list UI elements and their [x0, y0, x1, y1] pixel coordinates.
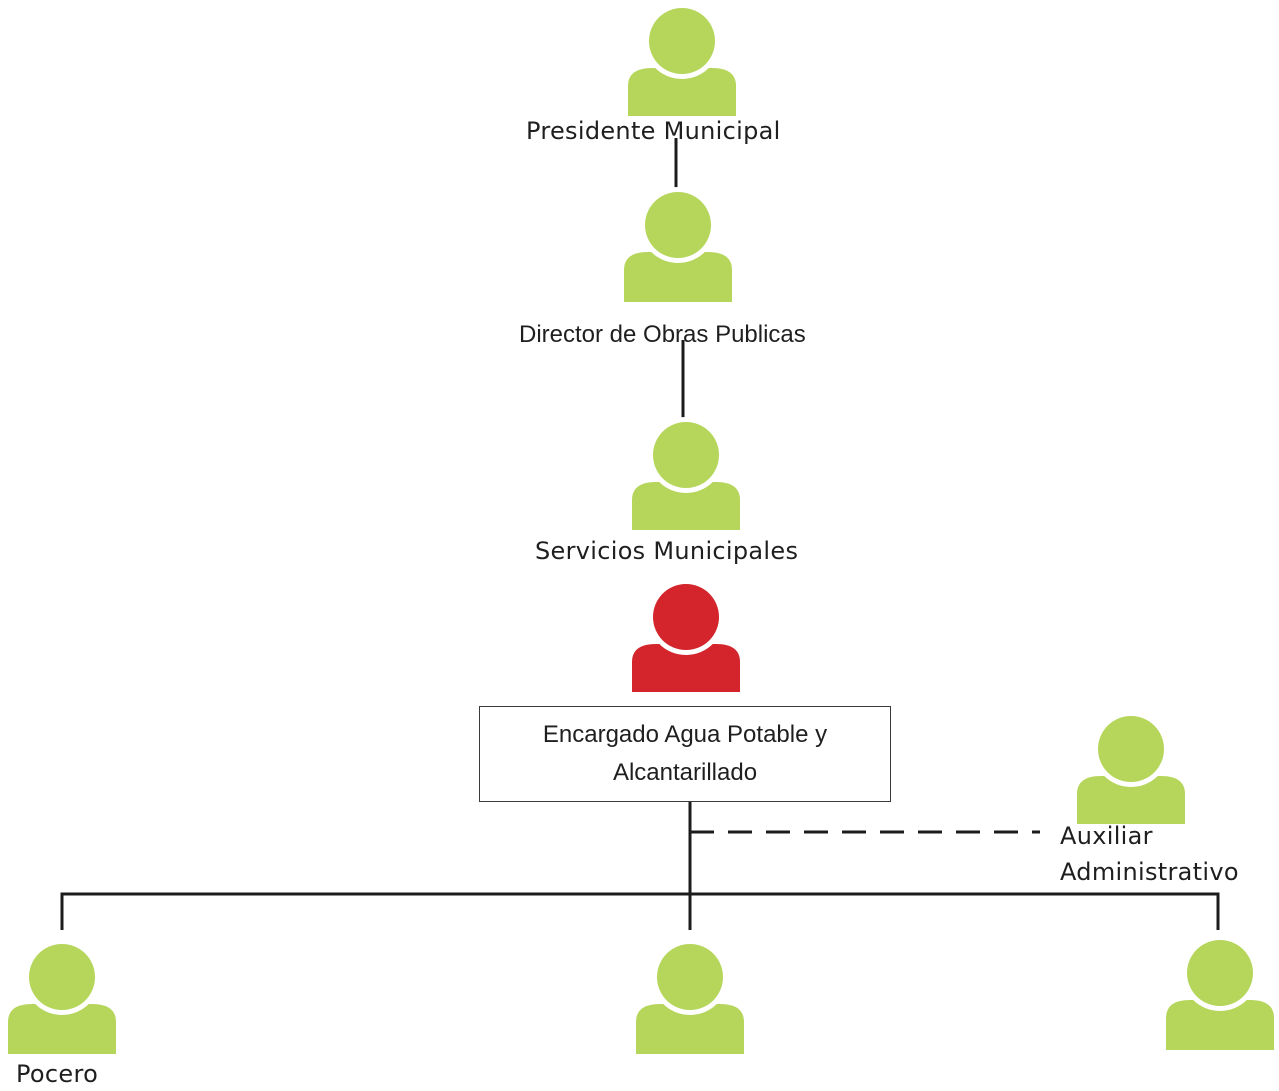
node-label-director: Director de Obras Publicas — [519, 321, 806, 348]
connector-line-encargado-subordinate_right — [690, 892, 1220, 930]
person-head-shape — [29, 944, 95, 1010]
connector-lines — [60, 138, 1220, 930]
person-icon — [628, 3, 736, 116]
person-body-shape — [1166, 1000, 1274, 1050]
person-head-shape — [649, 8, 715, 74]
person-body-shape — [1077, 776, 1185, 824]
node-label-presidente: Presidente Municipal — [526, 117, 781, 145]
person-head-shape — [645, 192, 711, 258]
person-head-shape — [653, 422, 719, 488]
person-icon — [1166, 935, 1274, 1050]
person-icon — [8, 939, 116, 1054]
person-icon — [632, 417, 740, 530]
person-head-shape — [657, 944, 723, 1010]
person-icons — [8, 3, 1274, 1054]
node-label-encargado-line2: Alcantarillado — [612, 759, 758, 786]
person-body-shape — [636, 1004, 744, 1054]
node-label-servicios: Servicios Municipales — [535, 537, 799, 565]
node-label-pocero: Pocero — [16, 1060, 99, 1088]
person-head-shape — [1098, 716, 1164, 782]
person-icon — [624, 187, 732, 302]
person-body-shape — [624, 252, 732, 302]
person-icon — [632, 579, 740, 692]
person-body-shape — [8, 1004, 116, 1054]
person-head-shape — [653, 584, 719, 650]
person-body-shape — [632, 644, 740, 692]
node-label-auxiliar-line2: Administrativo — [1060, 858, 1239, 886]
person-icon — [1077, 711, 1185, 824]
person-body-shape — [628, 68, 736, 116]
person-icon — [636, 939, 744, 1054]
person-head-shape — [1187, 940, 1253, 1006]
node-label-encargado-line1: Encargado Agua Potable y — [542, 721, 828, 748]
node-label-auxiliar-line1: Auxiliar — [1060, 822, 1153, 850]
node-box-encargado: Encargado Agua Potable y Alcantarillado — [479, 706, 891, 802]
person-body-shape — [632, 482, 740, 530]
connector-line-encargado-pocero — [60, 802, 692, 930]
